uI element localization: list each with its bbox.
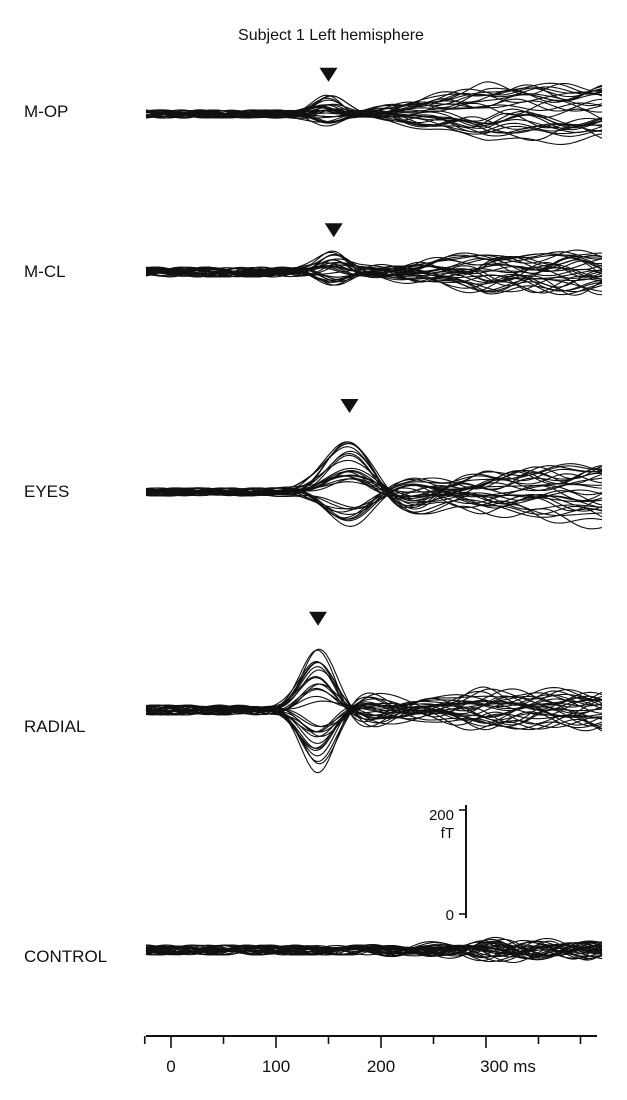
trace-line — [145, 110, 603, 141]
panel-mcl: M-CL — [24, 223, 603, 296]
traces-control — [145, 936, 603, 964]
traces-radial — [145, 648, 603, 774]
trace-line — [145, 704, 603, 737]
trace-line — [145, 661, 603, 720]
trace-line — [145, 252, 603, 278]
panel-control: CONTROL — [24, 936, 603, 966]
trace-line — [145, 453, 603, 518]
trace-line — [145, 251, 603, 282]
x-tick-label-200: 200 — [367, 1057, 395, 1076]
trace-line — [145, 471, 603, 502]
chart-title: Subject 1 Left hemisphere — [238, 27, 424, 44]
trace-line — [145, 944, 603, 962]
trace-line — [145, 93, 603, 118]
panel-label-mop: M-OP — [24, 102, 68, 121]
traces-mcl — [145, 249, 603, 296]
scale-bar-bottom-label: 0 — [446, 907, 454, 924]
trace-line — [145, 253, 603, 288]
trace-line — [145, 942, 603, 957]
peak-marker-eyes — [340, 399, 359, 413]
peak-marker-mop — [319, 67, 338, 82]
trace-line — [145, 254, 603, 283]
trace-line — [145, 649, 602, 728]
panel-label-eyes: EYES — [24, 482, 69, 501]
trace-line — [145, 661, 603, 724]
panel-label-radial: RADIAL — [24, 717, 85, 736]
trace-line — [145, 84, 603, 118]
trace-line — [145, 441, 603, 515]
trace-line — [145, 687, 603, 731]
trace-line — [145, 442, 603, 510]
panel-mop: M-OP — [24, 67, 603, 145]
trace-line — [145, 95, 603, 119]
trace-line — [146, 473, 603, 497]
peak-marker-mcl — [324, 223, 343, 238]
trace-line — [145, 106, 603, 129]
traces-eyes — [145, 441, 603, 530]
panel-eyes: EYES — [24, 399, 603, 530]
panel-label-mcl: M-CL — [24, 262, 66, 281]
scale-bar-top-label: 200 — [429, 807, 454, 824]
x-tick-label-0: 0 — [166, 1057, 175, 1076]
panel-label-control: CONTROL — [24, 947, 107, 966]
scale-bar-unit-label: fT — [441, 825, 454, 842]
peak-marker-radial — [309, 611, 327, 626]
x-ticks — [143, 1036, 582, 1048]
trace-line — [146, 250, 603, 287]
trace-line — [145, 683, 603, 716]
x-tick-label-100: 100 — [262, 1057, 290, 1076]
scale-bar: 200 fT 0 — [429, 805, 467, 924]
traces-mop — [145, 81, 603, 145]
x-axis: 0 100 200 300 ms — [143, 1035, 597, 1076]
panel-radial: RADIAL — [24, 611, 603, 774]
trace-line — [145, 86, 603, 127]
x-tick-label-300: 300 ms — [480, 1057, 536, 1076]
